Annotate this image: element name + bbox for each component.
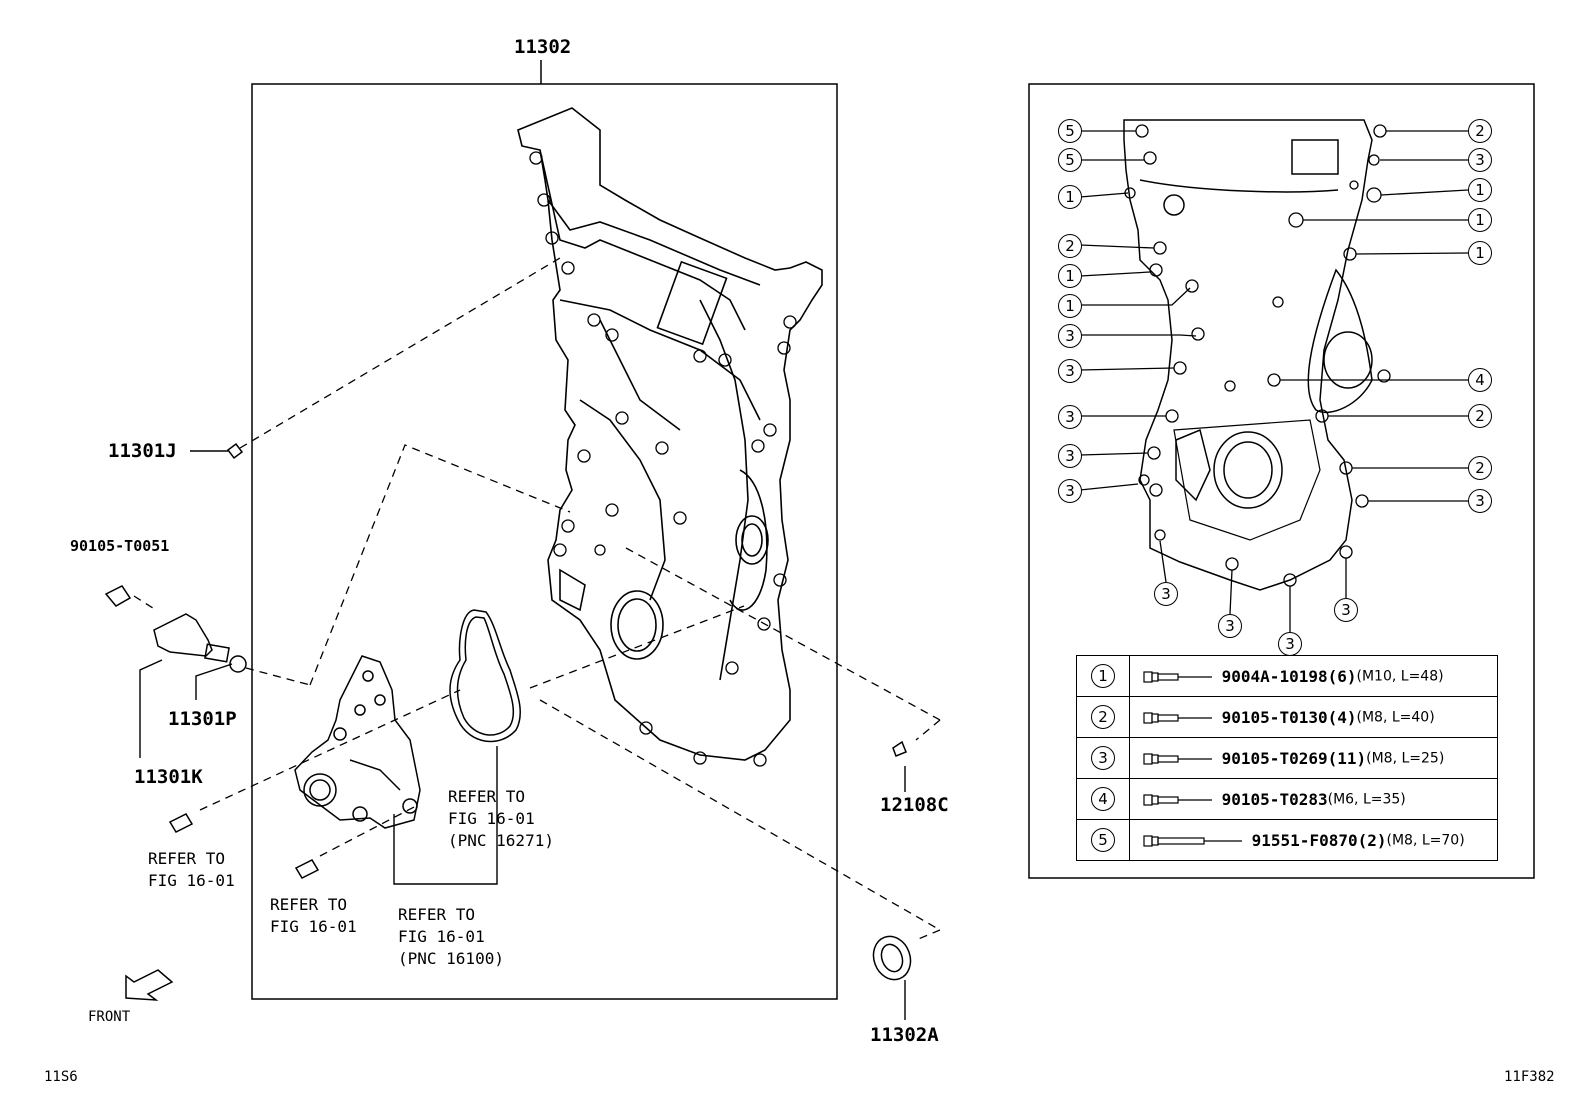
legend-spec: (M8, L=25) <box>1366 750 1445 767</box>
callout-marker: 3 <box>1468 148 1492 172</box>
diagram-code-right: 11F382 <box>1504 1069 1555 1085</box>
callout-marker: 3 <box>1058 324 1082 348</box>
callout-marker: 3 <box>1058 479 1082 503</box>
label-11301p[interactable]: 11301P <box>168 708 237 730</box>
dashed-leaders <box>133 257 941 941</box>
legend-quantity: (6) <box>1327 667 1357 686</box>
label-11301k[interactable]: 11301K <box>134 766 203 788</box>
legend-quantity: (11) <box>1327 749 1367 768</box>
long-bolt-icon <box>1143 834 1242 847</box>
label-11302[interactable]: 11302 <box>514 36 572 58</box>
legend-number: 4 <box>1091 787 1115 811</box>
callout-marker: 3 <box>1278 632 1302 656</box>
label-90105-t0051[interactable]: 90105-T0051 <box>70 537 170 555</box>
main-part-frame <box>251 83 838 1000</box>
legend-number: 2 <box>1091 705 1115 729</box>
legend-part-number: 90105-T0269 <box>1221 749 1328 768</box>
callout-marker: 3 <box>1334 598 1358 622</box>
small-parts-drawing <box>168 442 912 981</box>
callout-marker: 3 <box>1154 582 1178 606</box>
ref-note-gasket[interactable]: REFER TO FIG 16-01 (PNC 16271) <box>448 787 554 850</box>
legend-row[interactable]: 3 90105-T0269(11)(M8, L=25) <box>1076 737 1498 779</box>
legend-part-number: 91551-F0870 <box>1251 831 1358 850</box>
ref-note-bolt-left[interactable]: REFER TO FIG 16-01 <box>148 849 235 890</box>
legend-quantity: (4) <box>1327 708 1357 727</box>
legend-row[interactable]: 1 9004A-10198(6)(M10, L=48) <box>1076 655 1498 697</box>
ref-note-pump[interactable]: REFER TO FIG 16-01 (PNC 16100) <box>398 905 504 968</box>
callout-marker: 2 <box>1468 456 1492 480</box>
bolt-icon <box>1143 670 1212 683</box>
legend-part-number: 90105-T0283 <box>1221 790 1328 809</box>
legend-row[interactable]: 5 91551-F0870(2)(M8, L=70) <box>1076 819 1498 861</box>
callout-marker: 3 <box>1058 359 1082 383</box>
legend-part-number: 9004A-10198 <box>1221 667 1328 686</box>
sensor-drawing <box>104 585 247 673</box>
callout-marker: 5 <box>1058 148 1082 172</box>
diagram-code-left: 11S6 <box>44 1069 78 1085</box>
legend-spec: (M8, L=70) <box>1386 832 1465 849</box>
callout-marker: 3 <box>1468 489 1492 513</box>
legend-number: 5 <box>1091 828 1115 852</box>
callout-leaders <box>1079 130 1469 632</box>
bolt-icon <box>1143 793 1212 806</box>
legend-number: 3 <box>1091 746 1115 770</box>
label-12108c[interactable]: 12108C <box>880 794 949 816</box>
legend-row[interactable]: 2 90105-T0130(4)(M8, L=40) <box>1076 696 1498 738</box>
front-label: FRONT <box>88 1009 131 1025</box>
callout-marker: 5 <box>1058 119 1082 143</box>
legend-spec: (M6, L=35) <box>1327 791 1406 808</box>
callout-marker: 1 <box>1468 208 1492 232</box>
legend-spec: (M8, L=40) <box>1356 709 1435 726</box>
callout-marker: 4 <box>1468 368 1492 392</box>
timing-cover-drawing <box>517 107 823 767</box>
callout-marker: 1 <box>1058 294 1082 318</box>
bolt-icon <box>1143 711 1212 724</box>
legend-number: 1 <box>1091 664 1115 688</box>
ref-note-bolt-pump[interactable]: REFER TO FIG 16-01 <box>270 895 357 936</box>
legend-quantity: (2) <box>1357 831 1387 850</box>
front-arrow-icon <box>125 969 174 1001</box>
legend-spec: (M10, L=48) <box>1356 668 1444 685</box>
callout-marker: 1 <box>1058 185 1082 209</box>
legend-part-number: 90105-T0130 <box>1221 708 1328 727</box>
bolt-icon <box>1143 752 1212 765</box>
callout-marker: 3 <box>1058 444 1082 468</box>
label-11302a[interactable]: 11302A <box>870 1024 939 1046</box>
callout-marker: 2 <box>1058 234 1082 258</box>
bolt-legend-table: 1 9004A-10198(6)(M10, L=48) 2 90105-T013… <box>1076 655 1498 861</box>
callout-marker: 2 <box>1468 119 1492 143</box>
callout-marker: 2 <box>1468 404 1492 428</box>
callout-marker: 1 <box>1058 264 1082 288</box>
label-11301j[interactable]: 11301J <box>108 440 177 462</box>
legend-row[interactable]: 4 90105-T0283(M6, L=35) <box>1076 778 1498 820</box>
callout-marker: 1 <box>1468 178 1492 202</box>
callout-marker: 3 <box>1218 614 1242 638</box>
callout-marker: 1 <box>1468 241 1492 265</box>
bolt-layout-outline <box>1123 119 1391 591</box>
water-pump-drawing <box>294 655 421 829</box>
bolt-layout-frame <box>1028 83 1535 879</box>
pump-gasket-drawing <box>449 609 521 743</box>
solid-leaders <box>139 450 906 1020</box>
callout-marker: 3 <box>1058 405 1082 429</box>
